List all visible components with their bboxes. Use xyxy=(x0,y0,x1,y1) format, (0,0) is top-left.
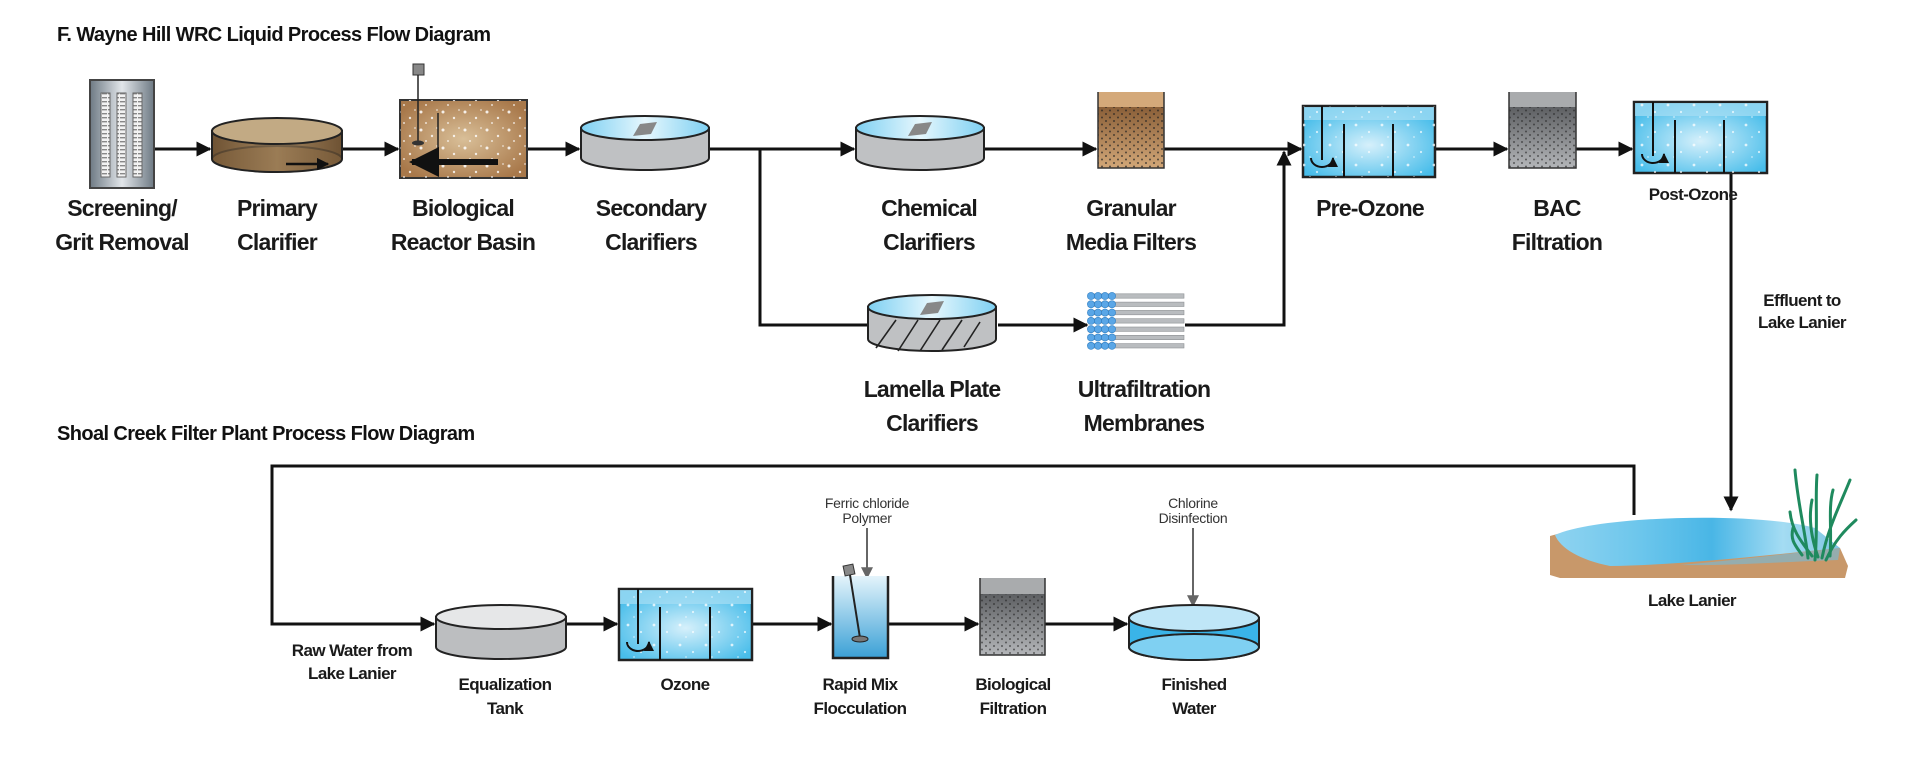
label-raw-water-1: Raw Water from xyxy=(292,641,413,660)
label-bio-filtration-1: Biological xyxy=(975,675,1050,694)
membrane-fiber-end xyxy=(1094,300,1102,309)
primary-clarifier-icon xyxy=(211,117,343,173)
pre-ozone-icon xyxy=(1301,104,1437,179)
label-uf-1: Ultrafiltration xyxy=(1078,376,1210,402)
label-bio-reactor-2: Reactor Basin xyxy=(391,229,535,255)
label-chlorine-2: Disinfection xyxy=(1159,510,1228,526)
label-ferric-2: Polymer xyxy=(842,510,892,526)
membrane-fiber-end xyxy=(1087,316,1095,325)
equalization-tank-icon xyxy=(435,604,567,660)
label-pre-ozone: Pre-Ozone xyxy=(1316,195,1424,221)
label-equalization-1: Equalization xyxy=(459,675,552,694)
lamella-clarifier-icon xyxy=(867,294,997,352)
membrane-fiber-end xyxy=(1094,316,1102,325)
granular-media-filter-icon xyxy=(1097,92,1165,169)
membrane-fiber-end xyxy=(1108,308,1116,317)
membrane-fiber-end xyxy=(1101,341,1109,350)
membrane-fiber-end xyxy=(1087,333,1095,342)
label-effluent-1: Effluent to xyxy=(1763,291,1841,310)
membrane-fiber-end xyxy=(1108,292,1116,300)
label-chemical-1: Chemical xyxy=(881,195,977,221)
label-raw-water-2: Lake Lanier xyxy=(308,664,397,683)
label-finished-1: Finished xyxy=(1161,675,1226,694)
label-ferric-1: Ferric chloride xyxy=(825,495,910,511)
shoal-flow-lines xyxy=(270,464,1636,632)
membrane-fiber-end xyxy=(1087,325,1095,334)
membrane-fiber-end xyxy=(1101,300,1109,309)
label-bio-filtration-2: Filtration xyxy=(980,699,1047,718)
wrc-labels: Screening/ Grit Removal Primary Clarifie… xyxy=(55,185,1847,436)
lake-lanier-icon: Lake Lanier xyxy=(1550,468,1858,610)
label-chemical-2: Clarifiers xyxy=(883,229,975,255)
membrane-fiber-end xyxy=(1101,316,1109,325)
label-equalization-2: Tank xyxy=(487,699,524,718)
membrane-fiber-end xyxy=(1094,308,1102,317)
label-bac-1: BAC xyxy=(1533,195,1581,221)
membrane-fiber-end xyxy=(1094,333,1102,342)
raw-water-line xyxy=(270,464,1636,632)
post-ozone-icon xyxy=(1632,100,1769,175)
label-post-ozone: Post-Ozone xyxy=(1649,185,1738,204)
label-secondary-2: Clarifiers xyxy=(605,229,697,255)
rapid-mix-icon xyxy=(831,563,890,660)
membrane-fiber-end xyxy=(1101,308,1109,317)
label-lake-lanier: Lake Lanier xyxy=(1648,591,1737,610)
label-effluent-2: Lake Lanier xyxy=(1758,313,1847,332)
label-screening-1: Screening/ xyxy=(67,195,178,221)
membrane-fiber-end xyxy=(1087,292,1095,300)
label-bac-2: Filtration xyxy=(1512,229,1602,255)
chemical-clarifier-icon xyxy=(855,115,985,171)
label-finished-2: Water xyxy=(1172,699,1217,718)
membrane-fiber-end xyxy=(1108,325,1116,334)
return-line xyxy=(1185,150,1292,327)
bac-filter-icon xyxy=(1508,92,1577,169)
membrane-fiber-end xyxy=(1101,325,1109,334)
membrane-fiber-end xyxy=(1108,316,1116,325)
wrc-heading: F. Wayne Hill WRC Liquid Process Flow Di… xyxy=(57,24,490,46)
membrane-fiber-end xyxy=(1087,300,1095,309)
label-primary-1: Primary xyxy=(237,195,318,221)
membrane-fiber-end xyxy=(1101,333,1109,342)
membrane-fiber-end xyxy=(1094,341,1102,350)
label-chlorine-1: Chlorine xyxy=(1168,495,1218,511)
label-granular-1: Granular xyxy=(1086,195,1176,221)
label-lamella-2: Clarifiers xyxy=(886,410,978,436)
label-rapid-mix-1: Rapid Mix xyxy=(823,675,899,694)
label-screening-2: Grit Removal xyxy=(55,229,189,255)
biological-reactor-icon xyxy=(399,63,528,179)
membrane-fiber-end xyxy=(1108,300,1116,309)
label-ozone: Ozone xyxy=(661,675,710,694)
finished-water-tank-icon xyxy=(1128,604,1260,661)
membrane-fiber-end xyxy=(1101,292,1109,300)
membrane-fiber-end xyxy=(1094,292,1102,300)
screening-icon xyxy=(89,79,155,189)
secondary-clarifier-icon xyxy=(580,115,710,171)
biological-filter-icon xyxy=(979,578,1046,656)
label-rapid-mix-2: Flocculation xyxy=(814,699,907,718)
membrane-fiber-end xyxy=(1108,341,1116,350)
shoal-labels: Ferric chloride Polymer Chlorine Disinfe… xyxy=(292,495,1228,718)
membrane-fiber-end xyxy=(1094,325,1102,334)
label-secondary-1: Secondary xyxy=(596,195,707,221)
label-lamella-1: Lamella Plate xyxy=(864,376,1001,402)
label-primary-2: Clarifier xyxy=(237,229,318,255)
membrane-fiber-end xyxy=(1087,341,1095,350)
wrc-flow-lines xyxy=(155,141,1739,512)
ozone-contactor-icon xyxy=(617,587,754,662)
shoal-creek-heading: Shoal Creek Filter Plant Process Flow Di… xyxy=(57,423,475,445)
label-bio-reactor-1: Biological xyxy=(412,195,514,221)
grass-icon xyxy=(1788,468,1858,562)
branch-line xyxy=(758,149,868,327)
membrane-fiber-end xyxy=(1108,333,1116,342)
membrane-fiber-end xyxy=(1087,308,1095,317)
label-granular-2: Media Filters xyxy=(1066,229,1196,255)
label-uf-2: Membranes xyxy=(1084,410,1205,436)
ultrafiltration-membrane-icon xyxy=(1087,292,1185,350)
